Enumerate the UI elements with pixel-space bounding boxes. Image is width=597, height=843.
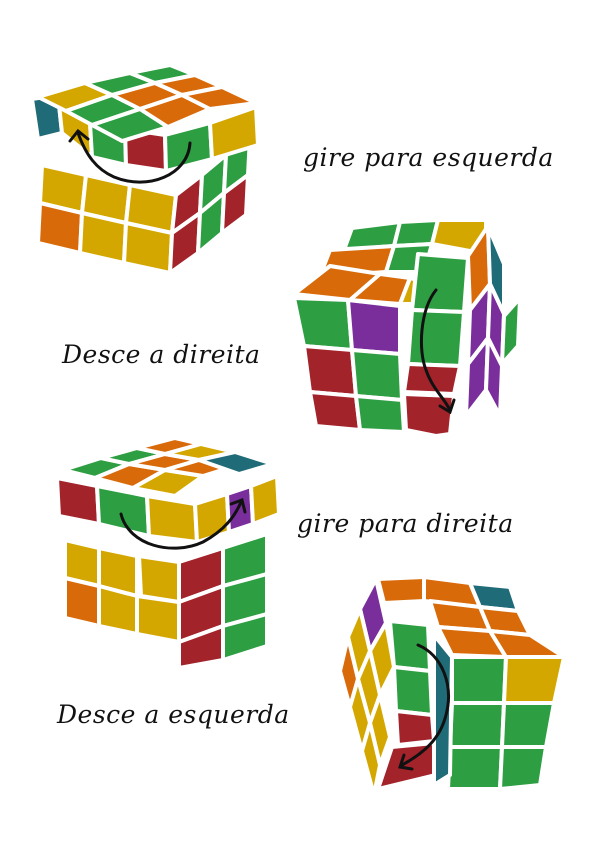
instruction-turn-right: gire para direita — [297, 509, 514, 538]
rubiks-cube-turn-right-icon — [55, 436, 281, 670]
curved-arrow-icon — [419, 288, 456, 415]
instruction-turn-left: gire para esquerda — [303, 143, 554, 172]
instruction-down-right: Desce a direita — [62, 340, 261, 369]
curved-arrow-icon — [68, 128, 192, 184]
instruction-down-left: Desce a esquerda — [57, 700, 290, 729]
curved-arrow-icon — [119, 498, 247, 550]
curved-arrow-icon — [398, 643, 450, 771]
rubiks-cube-right-down-icon — [292, 218, 522, 438]
rubiks-cube-turn-left-icon — [30, 63, 260, 275]
rubiks-cube-left-down-icon — [338, 575, 566, 797]
